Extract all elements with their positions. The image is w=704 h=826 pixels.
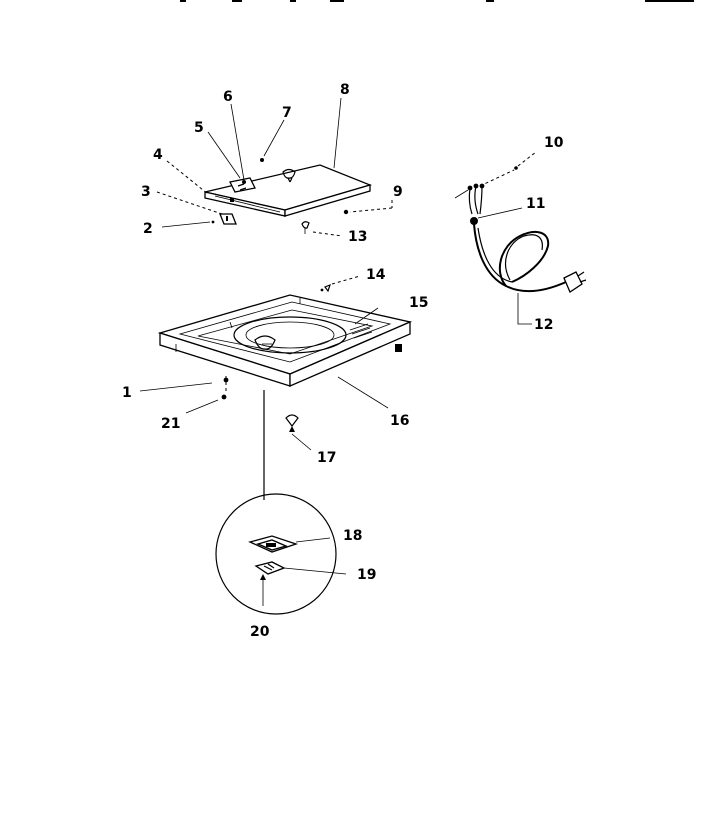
callout-6: 6 <box>223 89 233 105</box>
callout-9: 9 <box>393 184 403 200</box>
callout-17: 17 <box>317 450 336 466</box>
callout-1: 1 <box>122 385 132 401</box>
small-parts <box>219 158 349 234</box>
callout-3: 3 <box>141 184 151 200</box>
detail-circle <box>215 390 347 615</box>
callout-20: 20 <box>250 624 270 640</box>
callout-8: 8 <box>340 82 350 98</box>
callout-15: 15 <box>409 295 428 311</box>
cabinet-parts <box>139 275 389 451</box>
power-cord <box>454 151 587 325</box>
callout-16: 16 <box>390 413 409 429</box>
callout-2: 2 <box>143 221 153 237</box>
callout-4: 4 <box>153 147 163 163</box>
header-fragments <box>180 0 694 2</box>
callout-10: 10 <box>544 135 564 151</box>
callout-5: 5 <box>194 120 204 136</box>
callout-labels: 1 2 3 4 5 6 7 8 9 10 11 12 13 14 15 16 1… <box>122 82 564 640</box>
cabinet-top <box>157 294 413 387</box>
top-cover <box>204 164 372 217</box>
callout-7: 7 <box>282 105 292 121</box>
callout-11: 11 <box>526 196 545 212</box>
callout-21: 21 <box>161 416 180 432</box>
callout-12: 12 <box>534 317 553 333</box>
callout-13: 13 <box>348 229 367 245</box>
callout-18: 18 <box>343 528 362 544</box>
callout-14: 14 <box>366 267 386 283</box>
callout-19: 19 <box>357 567 376 583</box>
leaders-upper <box>156 97 393 237</box>
